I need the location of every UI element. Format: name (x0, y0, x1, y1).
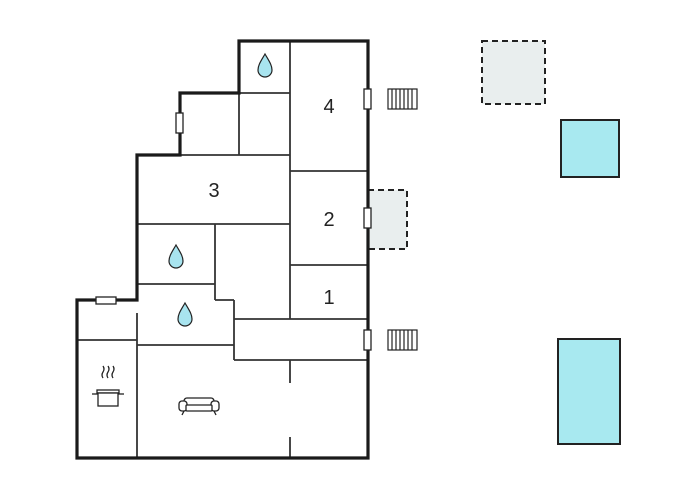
window-left-upper (175, 112, 184, 134)
water-drop-icon (257, 52, 273, 78)
window-bedroom-4 (363, 88, 372, 110)
water-drop-icon (168, 243, 184, 269)
pool-large (557, 338, 621, 445)
water-drop-icon (177, 301, 193, 327)
exterior-wall (75, 39, 370, 460)
terrace-side (367, 189, 408, 250)
window-hall (363, 329, 372, 351)
room-label-1: 1 (323, 287, 334, 309)
pool-small (560, 119, 620, 178)
window-bedroom-2 (363, 207, 372, 229)
window-kitchen (95, 296, 117, 305)
room-label-4: 4 (323, 96, 334, 118)
stairs-icon (387, 329, 418, 351)
sofa-icon (178, 397, 220, 416)
terrace-top-right (481, 40, 546, 105)
cooking-pot-icon (92, 365, 124, 407)
stairs-icon (387, 88, 418, 110)
windows (95, 88, 372, 351)
room-label-3: 3 (208, 180, 219, 202)
room-label-2: 2 (323, 209, 334, 231)
interior-walls (77, 41, 368, 458)
